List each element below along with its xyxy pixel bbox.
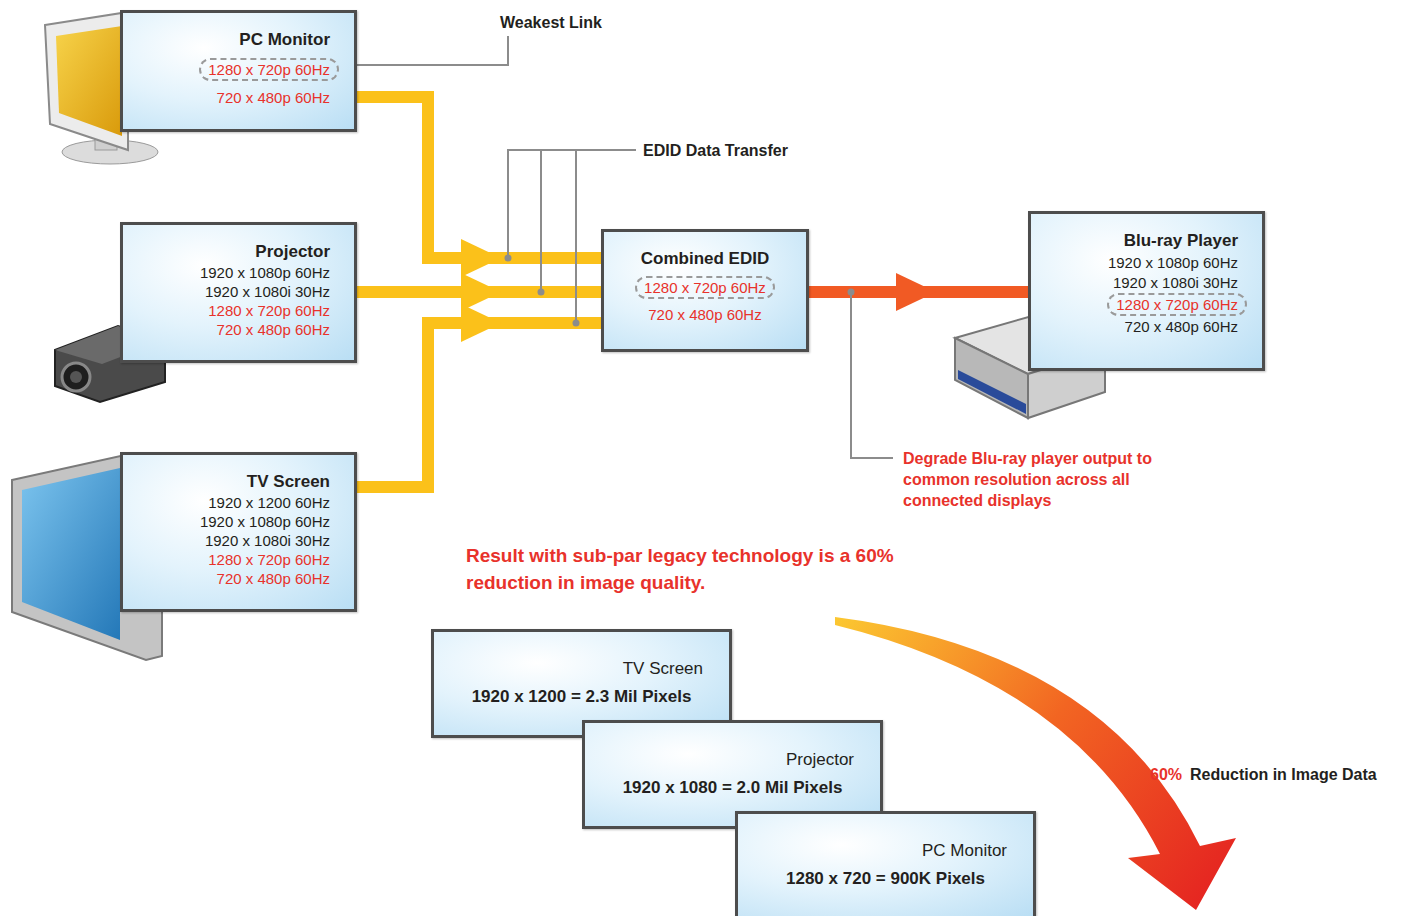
box-heading: Projector [255,241,330,263]
leader-line [851,292,893,458]
box-text: 720 x 480p 60Hz [217,88,330,107]
display-box: Projector1920 x 1080p 60Hz1920 x 1080i 3… [120,222,357,363]
arrowhead [896,273,936,311]
connector-line [357,323,601,487]
leader-dot [848,289,855,296]
connector [357,273,601,311]
connector [809,273,1028,311]
note-text: Degrade Blu-ray player output to common … [903,448,1173,511]
box-heading: PC Monitor [922,840,1007,862]
box-text: 720 x 480p 60Hz [217,320,330,339]
box-text: 1280 x 720p 60Hz [208,550,330,569]
arrowhead [461,304,501,342]
edid-box: Combined EDID 1280 x 720p 60Hz 720 x 480p … [601,229,809,352]
leader-line [540,150,542,292]
leader-line [575,150,577,323]
display-box: PC Monitor 1280 x 720p 60Hz 720 x 480p 60H… [120,10,357,132]
connector [357,97,601,277]
callout-label: EDID Data Transfer [643,140,788,161]
leader-dot [538,289,545,296]
box-text: 1920 x 1080i 30Hz [205,282,330,301]
connector [357,304,601,487]
box-text: 1920 x 1200 60Hz [208,493,330,512]
box-heading: TV Screen [247,471,330,493]
box-text: 1920 x 1080i 30Hz [205,531,330,550]
box-text: 1920 x 1080 = 2.0 Mil Pixels [623,777,843,799]
callout-label: Weakest Link [500,12,602,33]
box-text: 720 x 480p 60Hz [217,569,330,588]
arrow-caption: Reduction in Image Data [1190,764,1377,785]
percent-label: 60% [1150,764,1182,785]
box-heading: Projector [786,749,854,771]
arrowhead [461,273,501,311]
box-text: 1280 x 720p 60Hz [208,301,330,320]
box-heading: TV Screen [623,658,703,680]
box-heading: PC Monitor [239,29,330,51]
leader-line [340,36,508,65]
box-heading: Combined EDID [641,248,769,270]
box-text: 1280 x 720p 60Hz [199,58,339,81]
box-text: 1280 x 720p 60Hz [635,276,775,299]
arrowhead [461,239,501,277]
result-note: Result with sub-par legacy technology is… [466,542,896,596]
connector-line [357,97,601,258]
box-text: 1280 x 720 = 900K Pixels [786,868,985,890]
box-text: 1920 x 1080p 60Hz [200,263,330,282]
box-heading: Blu-ray Player [1124,230,1238,252]
box-text: 720 x 480p 60Hz [1125,317,1238,336]
box-text: 1920 x 1080i 30Hz [1113,273,1238,292]
display-box: TV Screen1920 x 1200 60Hz1920 x 1080p 60… [120,452,357,612]
source-box: Blu-ray Player1920 x 1080p 60Hz1920 x 10… [1028,211,1265,371]
pixel-count-box: PC Monitor 1280 x 720 = 900K Pixels [735,811,1036,916]
box-text: 1920 x 1200 = 2.3 Mil Pixels [472,686,692,708]
box-text: 1920 x 1080p 60Hz [1108,253,1238,272]
box-text: 1280 x 720p 60Hz [1107,293,1247,316]
box-text: 1920 x 1080p 60Hz [200,512,330,531]
leader-dot [573,320,580,327]
leader-dot [505,255,512,262]
box-text: 720 x 480p 60Hz [648,305,761,324]
